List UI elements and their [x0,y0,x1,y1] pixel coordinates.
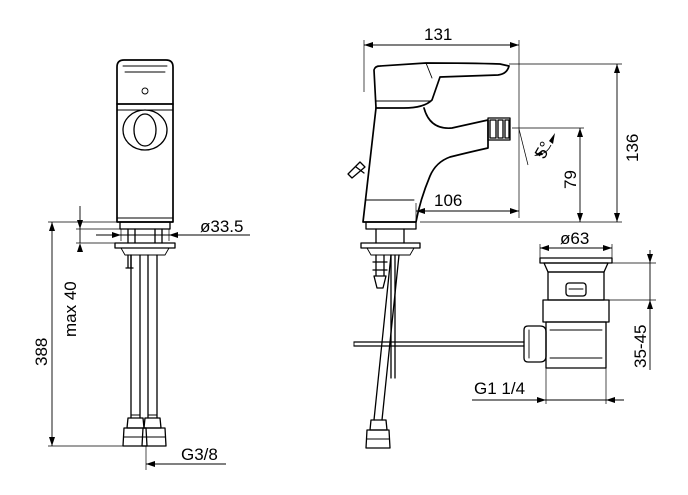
side-lever [373,62,510,109]
side-dimensions [363,40,656,404]
dim-388-label: 388 [32,338,51,366]
dim-diameter-33-5-label: ø33.5 [200,217,243,236]
front-view [114,59,176,447]
front-lever [116,59,174,105]
side-view [347,62,525,449]
dim-131-label: 131 [424,25,452,44]
popup-rod [353,341,525,347]
front-mounting [114,221,176,269]
dim-106-label: 106 [434,191,462,210]
waste-valve [523,257,613,369]
dim-diameter-63-label: ø63 [560,229,589,248]
dim-max-40-label: max 40 [61,281,80,337]
front-dimensions [48,206,250,470]
dim-79-label: 79 [561,170,580,189]
front-body [116,103,174,223]
side-body [347,107,511,223]
thread-g3-8-label: G3/8 [181,445,218,464]
thread-g1-1-4-label: G1 1/4 [474,379,525,398]
dim-35-45-label: 35-45 [631,325,650,368]
dim-136-label: 136 [623,134,642,162]
front-hoses [122,254,167,447]
side-mounting [360,221,421,289]
side-hose [365,254,400,449]
